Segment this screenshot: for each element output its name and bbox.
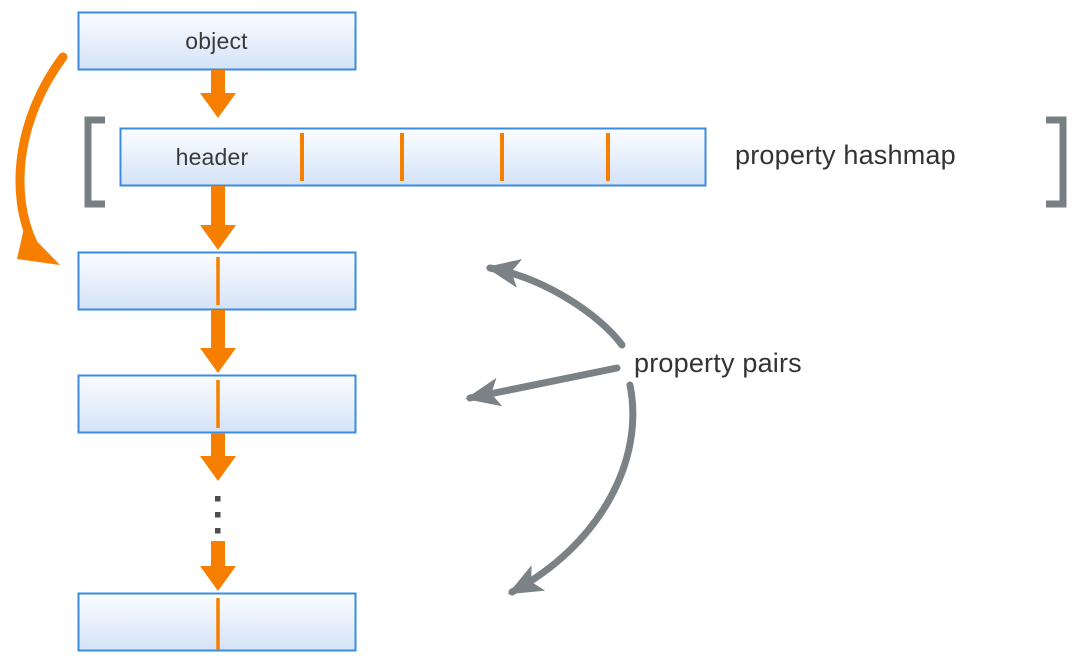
box-label-header: header <box>175 144 249 170</box>
arrow-pairs-to-pairlast <box>507 381 637 596</box>
arrow-pair2-to-ellipsis <box>200 433 236 481</box>
bracket-left <box>84 116 105 208</box>
arrow-object-to-hashmap <box>200 70 236 118</box>
arrow-pairs-to-pair1 <box>485 259 626 349</box>
arrow-object-to-first-pair-curved <box>15 52 68 265</box>
arrow-hashmap-to-pair1 <box>200 186 236 250</box>
label-property-pairs: property pairs <box>634 348 802 378</box>
arrow-pair1-to-pair2 <box>200 310 236 373</box>
box-property-pair-last[interactable] <box>77 592 357 652</box>
hashmap-slot-ticks <box>300 133 610 181</box>
box-property-pair-2[interactable] <box>77 374 357 434</box>
arrow-ellipsis-to-pairlast <box>200 541 236 591</box>
box-label-object: object <box>185 28 248 54</box>
box-property-pair-1[interactable] <box>77 251 357 311</box>
vertical-ellipsis-icon <box>215 496 221 534</box>
arrow-pairs-to-pair2 <box>465 364 621 407</box>
box-object[interactable] <box>77 11 357 71</box>
bracket-right <box>1046 116 1067 208</box>
box-property-hashmap[interactable] <box>119 127 707 187</box>
label-property-hashmap: property hashmap <box>735 140 956 170</box>
